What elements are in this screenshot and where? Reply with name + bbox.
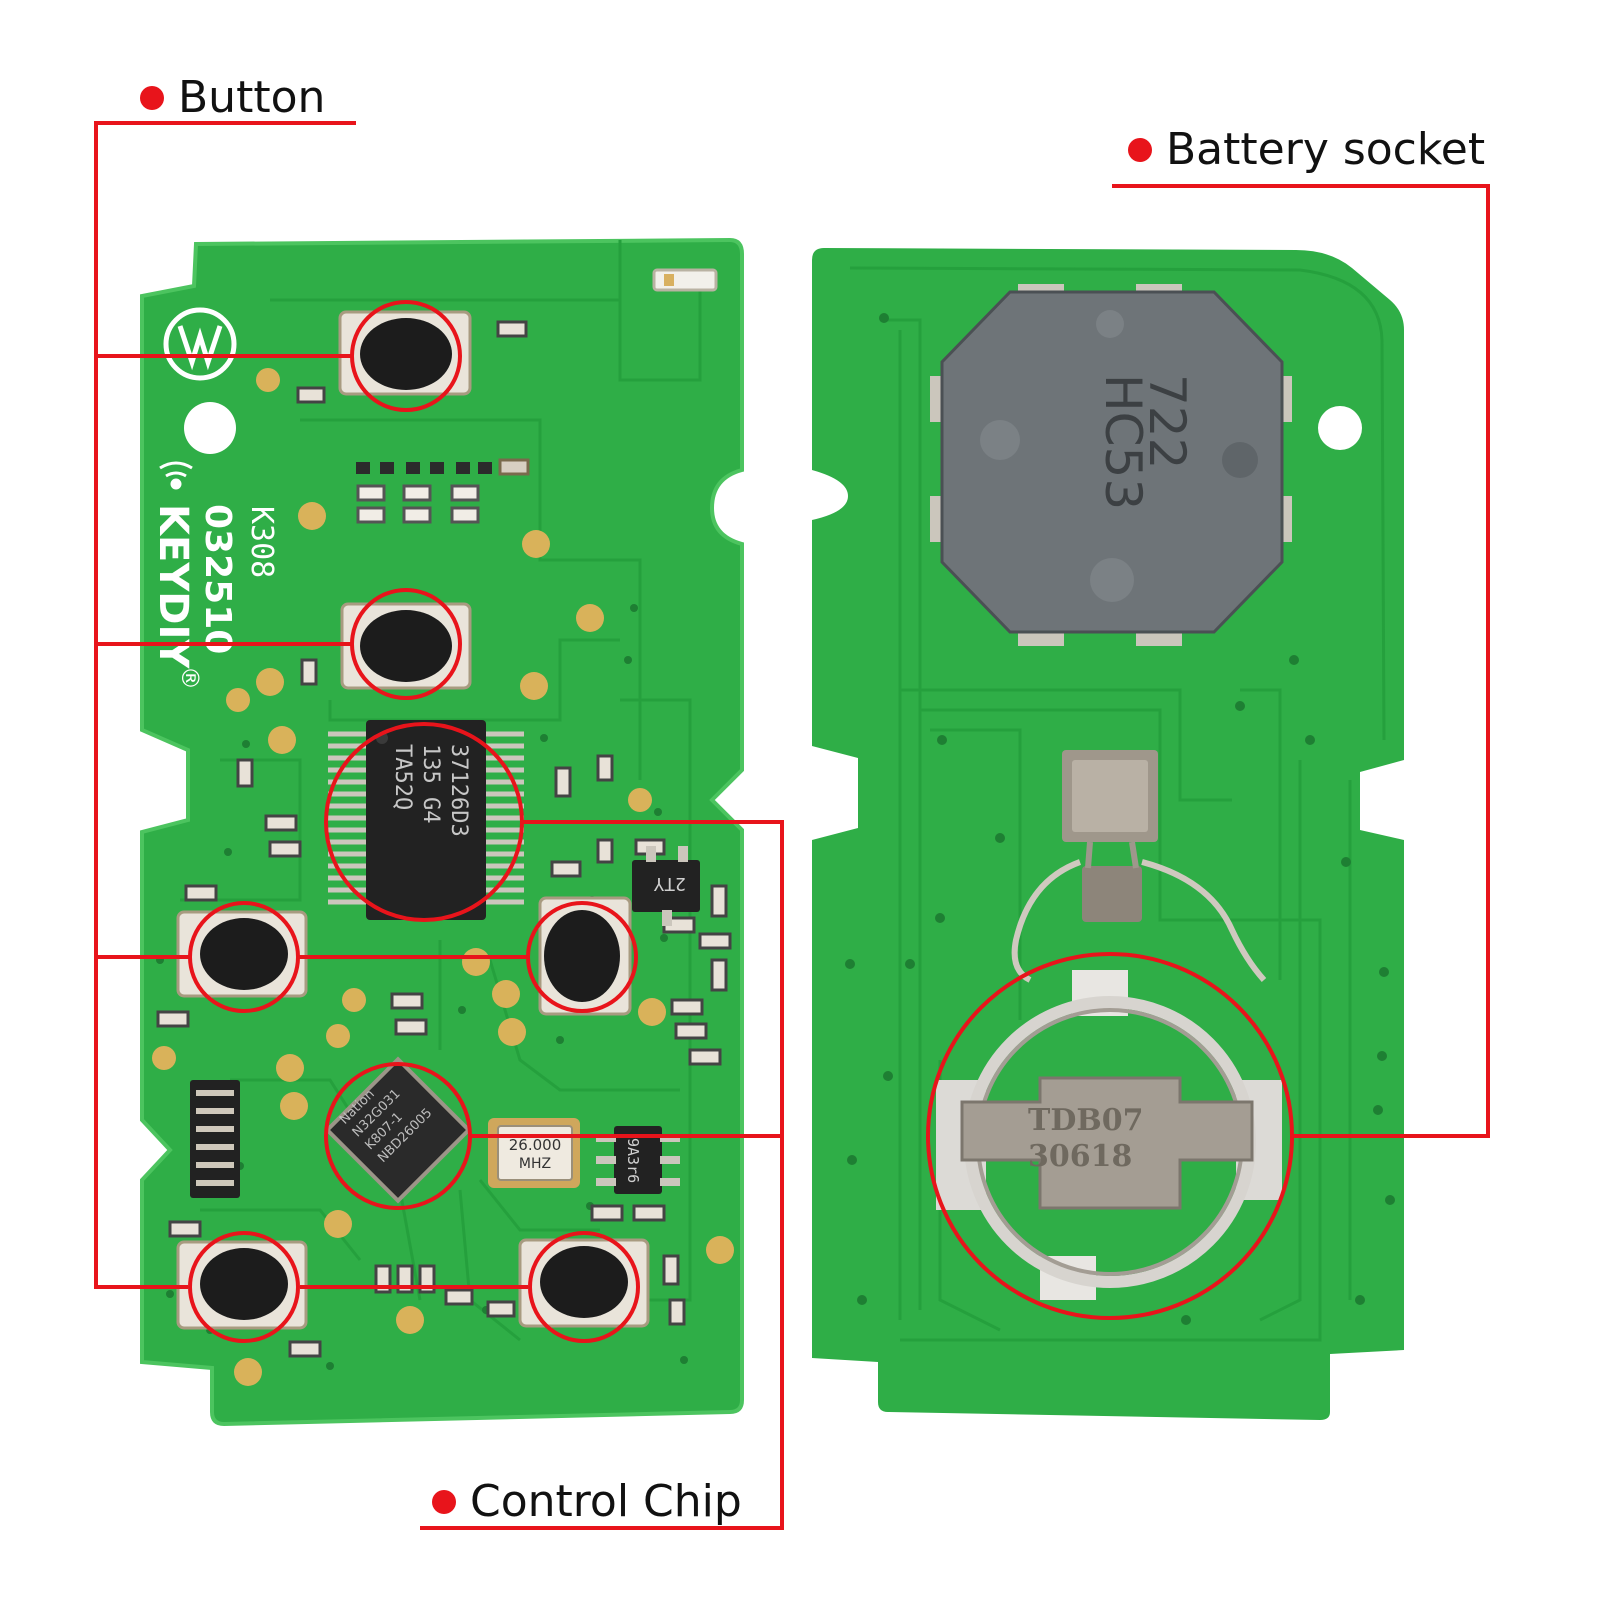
callout-bullet-icon — [140, 86, 164, 110]
mounting-hole — [1318, 406, 1362, 450]
chip-mcu: Nation N32G031 K807-1 NBD26005 — [324, 1056, 472, 1204]
tactile-button-6[interactable] — [518, 1238, 650, 1328]
battery-contact-line-1: TDB07 — [1028, 1103, 1143, 1138]
left-pcb-board: K308 032510 KEYDIY ® — [140, 237, 744, 1427]
ic-small-code: 9A3r6 — [624, 1138, 642, 1183]
silkscreen-model: K308 — [244, 506, 279, 578]
brand-logo-icon — [163, 307, 237, 381]
transistor-code: 2TY — [653, 873, 686, 894]
chip-main-line-1: 37126D3 — [446, 744, 471, 837]
signal-icon — [159, 461, 193, 490]
battery-spring-contact — [1011, 750, 1267, 983]
battery-contact-line-2: 30618 — [1028, 1139, 1132, 1174]
buzzer-line-1: 722 — [1138, 374, 1196, 469]
tactile-button-1[interactable] — [338, 310, 472, 396]
battery-holder: TDB07 30618 — [936, 970, 1282, 1300]
callout-chip-label: Control Chip — [470, 1476, 742, 1527]
tactile-button-3[interactable] — [176, 910, 308, 998]
callout-overlay — [94, 121, 1490, 1530]
chip-mcu-highlight — [324, 1062, 472, 1210]
silkscreen-code: 032510 — [197, 504, 238, 654]
callout-button: Button — [140, 76, 325, 120]
crystal-unit: MHZ — [519, 1156, 551, 1172]
button-highlight-1 — [350, 300, 462, 412]
buzzer: 722 HC53 — [930, 284, 1292, 646]
button-highlight-6 — [528, 1231, 640, 1343]
silkscreen-registered: ® — [176, 666, 204, 690]
chip-main-line-2: 135 G4 — [418, 744, 443, 823]
tactile-button-4[interactable] — [538, 896, 632, 1016]
tactile-button-2[interactable] — [340, 602, 472, 690]
button-highlight-4 — [526, 901, 638, 1013]
right-pcb-board: 722 HC53 TDB07 30618 — [812, 248, 1404, 1420]
button-highlight-5 — [188, 1231, 300, 1343]
chip-main-highlight — [324, 722, 524, 922]
callout-control-chip: Control Chip — [432, 1480, 742, 1524]
transistor: 2TY — [632, 846, 700, 926]
button-highlight-3 — [188, 901, 300, 1013]
tactile-button-5[interactable] — [176, 1240, 308, 1330]
chip-main-line-3: TA52Q — [390, 744, 415, 810]
callout-battery-socket: Battery socket — [1128, 128, 1485, 172]
mounting-hole — [184, 402, 236, 454]
battery-highlight — [926, 952, 1294, 1320]
buzzer-line-2: HC53 — [1094, 374, 1152, 510]
chip-leader-line — [420, 820, 784, 1530]
button-leader-line — [94, 121, 356, 1289]
resistor-network — [190, 1080, 240, 1198]
crystal-freq: 26.000 — [509, 1136, 562, 1154]
callout-bullet-icon — [432, 1490, 456, 1514]
silkscreen-brand: KEYDIY — [150, 504, 196, 669]
callout-button-label: Button — [178, 72, 326, 123]
callout-bullet-icon — [1128, 138, 1152, 162]
button-highlight-2 — [350, 588, 462, 700]
crystal-oscillator: 26.000 MHZ — [488, 1118, 580, 1188]
callout-battery-label: Battery socket — [1166, 124, 1486, 175]
battery-leader-line — [1112, 184, 1490, 1138]
